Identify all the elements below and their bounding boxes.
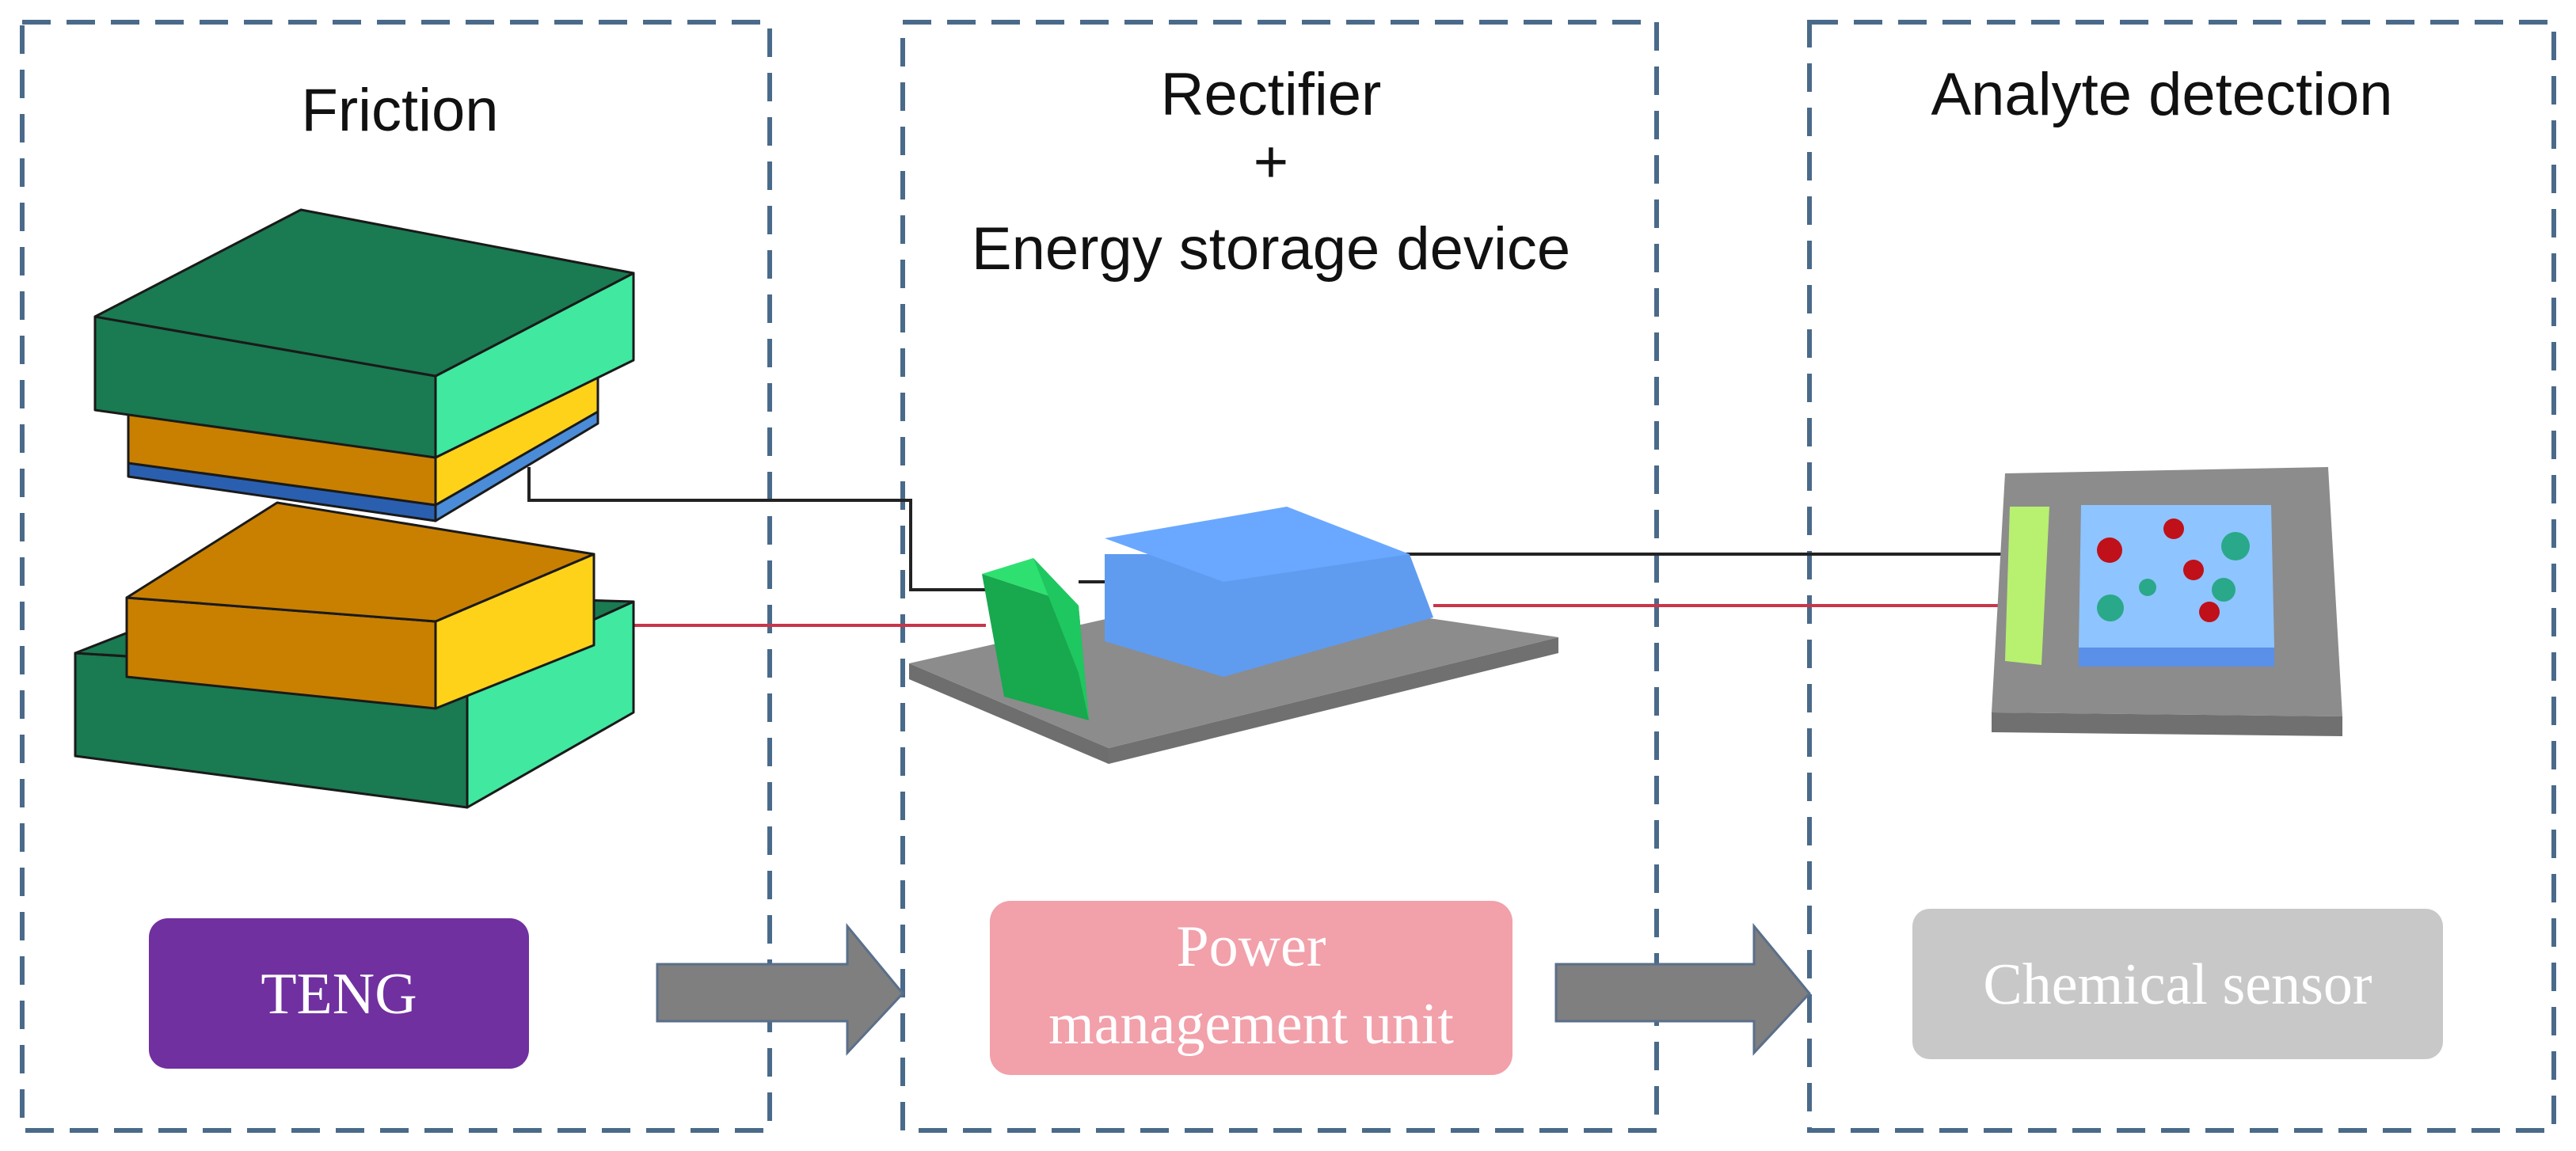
chemical-sensor-label: Chemical sensor	[1983, 952, 2372, 1017]
teng-label: TENG	[261, 962, 417, 1027]
pmu-board-front	[909, 663, 1109, 764]
storage-block-top	[1105, 507, 1410, 582]
power-management-device	[909, 507, 1558, 764]
friction-title: Friction	[301, 77, 498, 144]
particle-teal	[2221, 532, 2250, 560]
wire-black-teng-to-rectifier	[527, 467, 986, 591]
wires	[527, 467, 2051, 627]
top-plate-top	[93, 208, 635, 378]
teng-label-box	[149, 918, 529, 1069]
particle-red	[2163, 519, 2184, 539]
teng-device	[74, 208, 635, 809]
pmu-label-line2: management unit	[1048, 992, 1454, 1057]
arrow-pmu-to-sensor	[1554, 922, 1811, 1056]
analyte-title: Analyte detection	[1931, 61, 2392, 128]
friction-panel-border	[20, 20, 772, 1133]
chemical-sensor-label-box	[1912, 909, 2443, 1059]
analyte-panel-border	[1807, 20, 2556, 1133]
rectifier-side	[1033, 558, 1089, 720]
arrow-teng-to-pmu	[656, 922, 904, 1056]
rectifier-title-line3: Energy storage device	[972, 215, 1570, 283]
pmu-label-line1: Power	[1176, 914, 1326, 979]
storage-block-front	[1105, 554, 1433, 677]
particle-red	[2097, 538, 2122, 563]
rectifier-panel-border	[900, 20, 1659, 1133]
bottom-block-top	[125, 501, 595, 623]
rectifier-title-line1: Rectifier	[1161, 61, 1382, 128]
panel-borders	[20, 20, 2556, 1133]
particle-teal	[2212, 578, 2235, 602]
sensor-electrode	[2005, 507, 2049, 665]
chemical-sensor-device	[1992, 467, 2342, 736]
particle-teal	[2139, 579, 2156, 596]
sensor-window-edge	[2079, 648, 2274, 667]
rectifier-title-line2: +	[1254, 128, 1288, 196]
pmu-board-side	[1109, 637, 1558, 764]
pmu-label-box	[990, 901, 1512, 1075]
particle-teal	[2097, 594, 2124, 621]
sensor-board-edge	[1992, 712, 2342, 736]
particle-red	[2183, 560, 2204, 580]
particle-red	[2199, 602, 2220, 622]
